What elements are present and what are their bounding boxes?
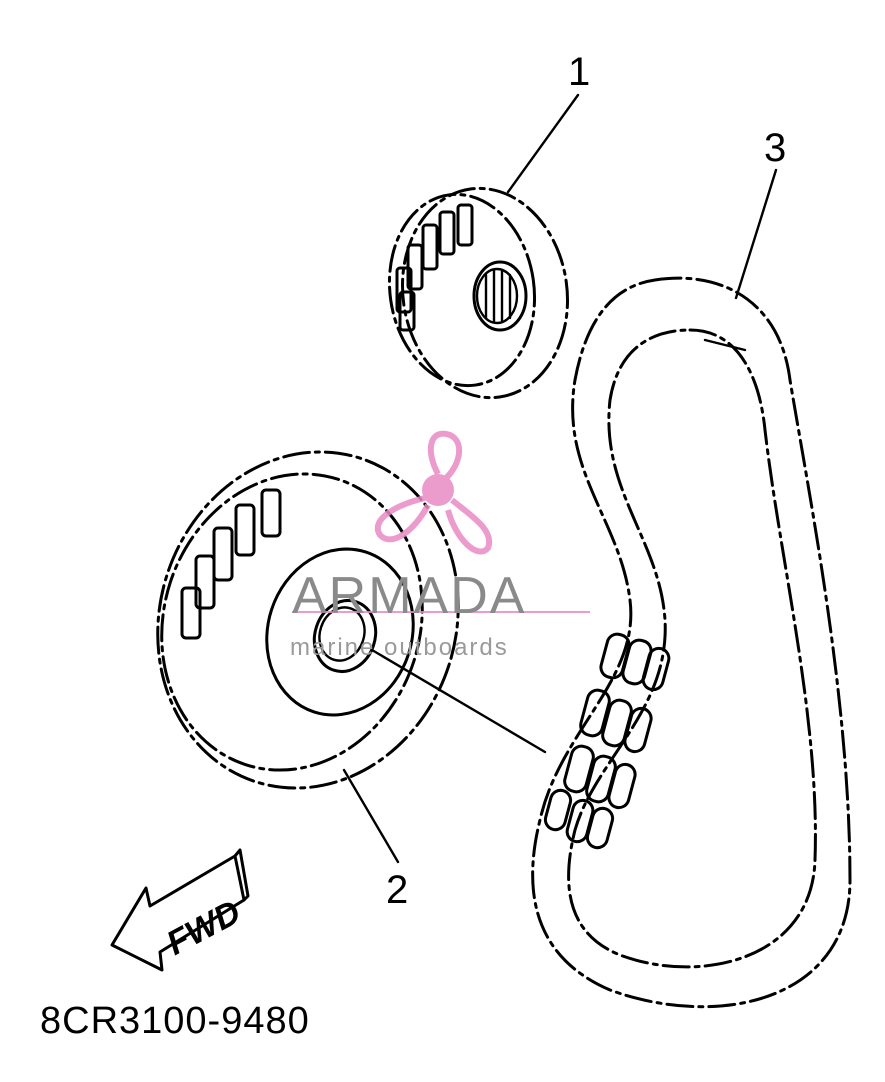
drive-chain-loop bbox=[531, 276, 852, 1009]
small-sprocket-gear bbox=[387, 186, 570, 400]
watermark-subtitle: marine outboards bbox=[290, 634, 509, 661]
large-sprocket-gear bbox=[156, 450, 460, 790]
part-number: 8CR3100-9480 bbox=[40, 1000, 310, 1042]
watermark-title: ARMADA bbox=[292, 567, 527, 625]
callout-2: 2 bbox=[386, 868, 409, 912]
callout-3: 3 bbox=[764, 126, 787, 170]
chain-links bbox=[543, 632, 671, 850]
callout-1: 1 bbox=[568, 50, 591, 94]
armada-logo-mark bbox=[292, 430, 590, 613]
fwd-arrow: FWD bbox=[110, 848, 250, 972]
fwd-label: FWD bbox=[161, 893, 247, 963]
leader-lines bbox=[342, 93, 778, 864]
